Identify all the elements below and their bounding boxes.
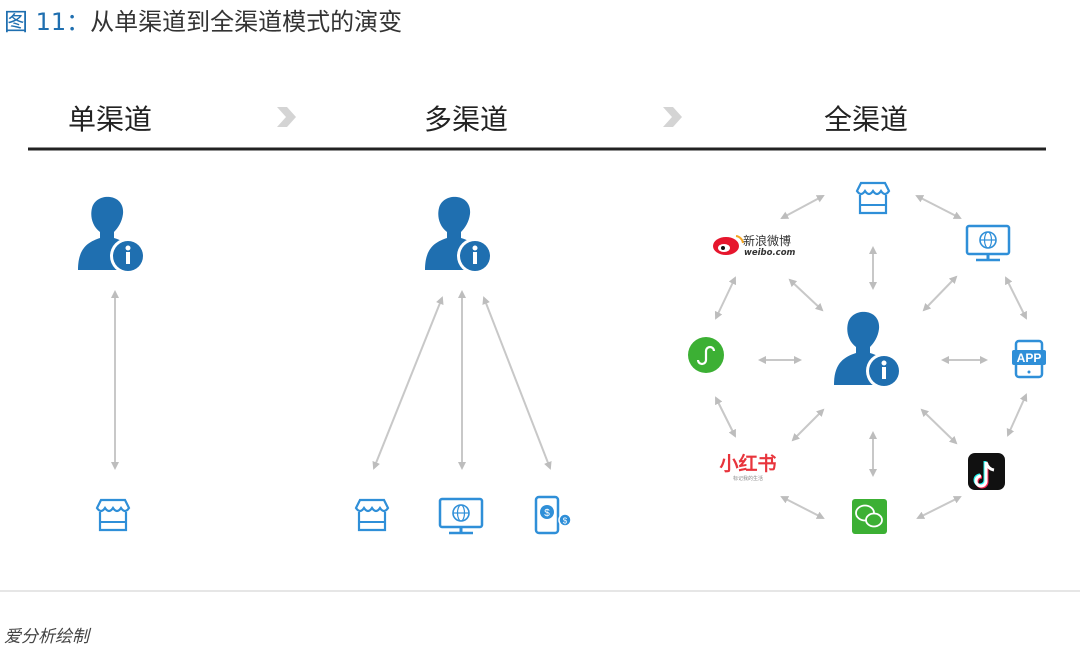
arrow (788, 278, 824, 312)
app-icon: APP (1012, 339, 1046, 379)
arrow (1005, 276, 1027, 320)
customer-icon (425, 196, 493, 274)
arrow (714, 276, 737, 320)
svg-text:$: $ (563, 517, 568, 526)
wechat-icon (852, 499, 887, 534)
chevron-right-icon (277, 107, 296, 127)
figure-label: 图 11： (4, 8, 91, 36)
customer-icon (78, 196, 146, 274)
chevron-right-icon (663, 107, 682, 127)
arrow (922, 275, 958, 312)
column-header-omni-channel: 全渠道 (823, 103, 909, 136)
xiaohongshu-slogan: 标记我的生活 (733, 475, 763, 482)
mobile-payment-icon: $ $ (534, 495, 572, 535)
column-header-multi-channel: 多渠道 (423, 103, 509, 136)
arrow (780, 496, 825, 519)
arrow (915, 195, 962, 219)
figure-title-text: 从单渠道到全渠道模式的演变 (90, 8, 403, 36)
weibo-logo-cn: 新浪微博 (743, 233, 791, 248)
arrow (482, 296, 552, 470)
arrow (780, 195, 825, 219)
store-icon (354, 498, 390, 532)
store-icon (855, 181, 891, 215)
web-monitor-icon (438, 497, 484, 535)
weibo-logo-en: weibo.com (744, 248, 796, 258)
arrow (372, 296, 444, 470)
xiaohongshu-icon: 小红书 标记我的生活 (719, 452, 776, 482)
weibo-icon: 新浪微博 weibo.com (713, 233, 796, 258)
source-note: 爱分析绘制 (4, 627, 89, 647)
arrow (920, 408, 958, 445)
web-monitor-icon (965, 224, 1011, 262)
arrow (791, 408, 825, 442)
mini-program-icon (688, 337, 724, 373)
xiaohongshu-logo-text: 小红书 (719, 452, 776, 475)
tiktok-icon (968, 453, 1005, 490)
arrow (1006, 393, 1028, 437)
store-icon (95, 498, 131, 532)
arrow (916, 496, 962, 519)
svg-text:$: $ (544, 508, 550, 519)
column-arrows (111, 195, 1028, 519)
customer-icon (834, 311, 902, 389)
figure-title: 图 11：从单渠道到全渠道模式的演变 (4, 2, 402, 37)
column-header-single-channel: 单渠道 (67, 103, 153, 136)
app-label: APP (1017, 351, 1042, 365)
arrow (715, 396, 736, 438)
